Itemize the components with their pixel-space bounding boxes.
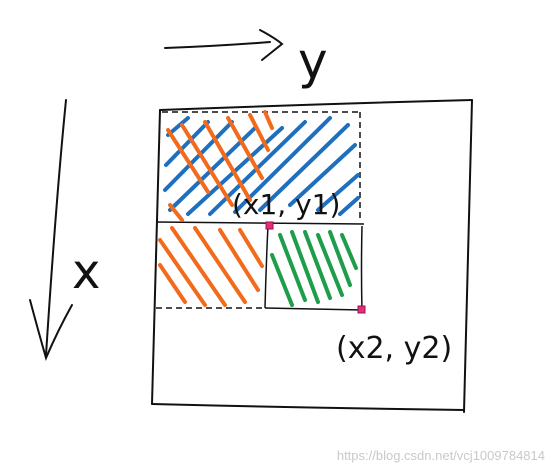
point-label-p1: (x1, y1): [232, 188, 340, 221]
green-hatch-region: [270, 230, 358, 307]
point-label-p2: (x2, y2): [336, 331, 452, 366]
y-axis-arrow: [164, 29, 284, 61]
region-middle-lines: [155, 221, 365, 313]
region-top-dashed-box: [162, 111, 361, 222]
watermark-text: https://blog.csdn.net/vcj1009784814: [337, 448, 545, 463]
x-axis-arrow: [29, 99, 73, 361]
orange-hatch-region: [158, 110, 274, 307]
point-marker-p2: [357, 305, 366, 314]
y-axis-label: y: [298, 32, 328, 90]
matrix-outline: [151, 99, 473, 413]
x-axis-label: x: [72, 244, 100, 300]
point-marker-p1: [265, 221, 274, 230]
